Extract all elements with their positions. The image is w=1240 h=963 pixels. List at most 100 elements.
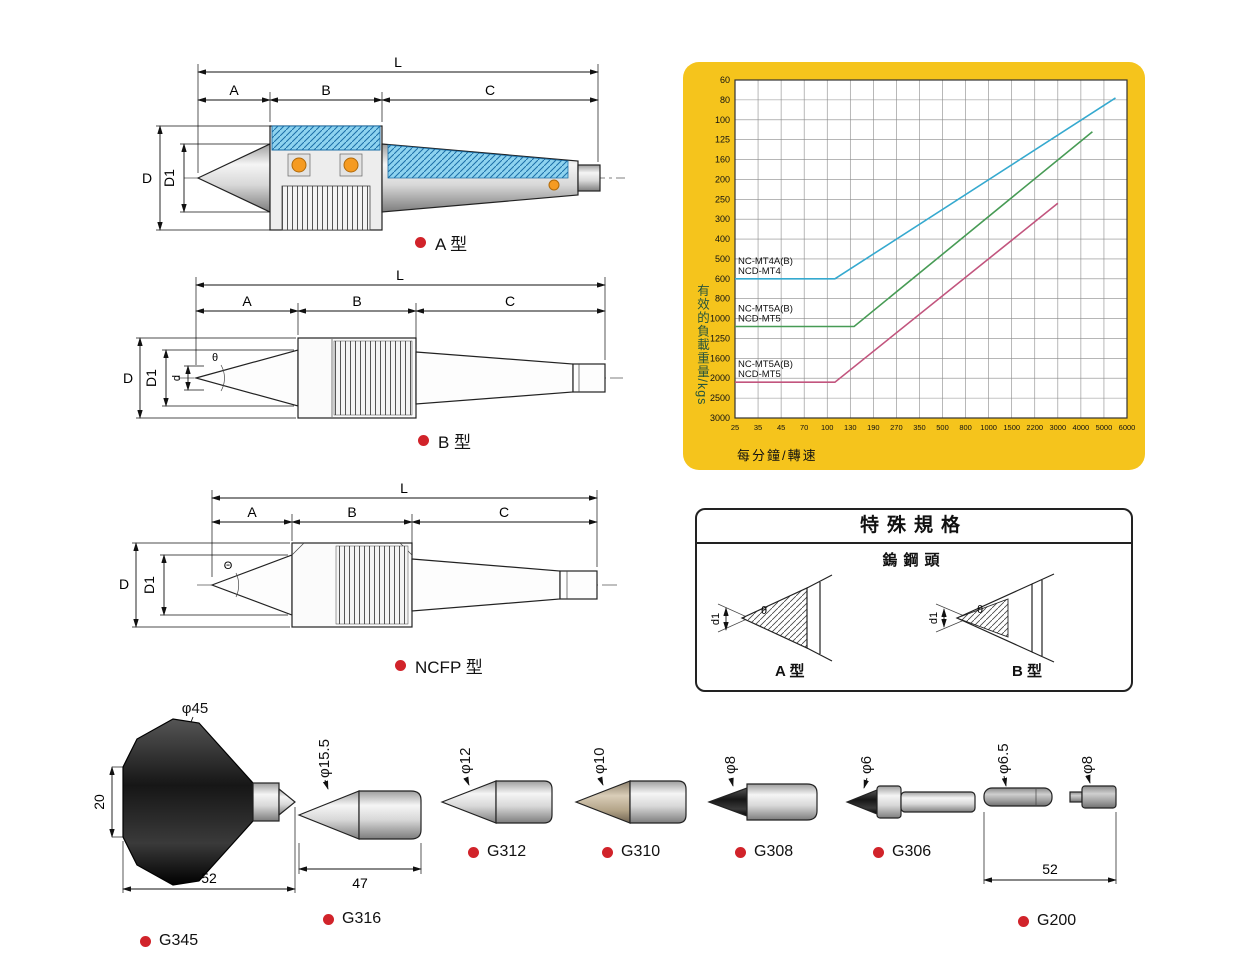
bearing-ball <box>291 157 307 173</box>
y-tick-label: 1600 <box>710 353 730 363</box>
bull-nose-body <box>122 718 254 886</box>
x-tick-label: 5000 <box>1096 423 1113 432</box>
tip-g308-drawing: φ8 <box>707 756 818 821</box>
tip-g306-diameter-label: φ6 <box>858 756 875 774</box>
dim-D: D <box>123 370 133 386</box>
y-tick-label: 400 <box>715 234 730 244</box>
thread-section <box>335 545 409 625</box>
type-ncfp-dimensions: L A B C D D1 Θ <box>119 480 598 628</box>
tip-g310: φ10 G310 <box>572 728 702 878</box>
tip-g345: φ45 20 52 G345 <box>91 697 305 962</box>
type-a-body <box>196 125 601 231</box>
type-b-drawing-svg: L A B C D D1 d θ <box>123 267 623 419</box>
tip-g316-length-label: 47 <box>352 875 368 891</box>
y-tick-label: 500 <box>715 254 730 264</box>
tip-g306-label: G306 <box>873 843 931 861</box>
tip-g200: φ6.5 φ8 52 G200 <box>978 712 1138 942</box>
dim-d1: d1 <box>710 613 722 625</box>
series-label-line2: NCD-MT4 <box>738 266 781 277</box>
point-cone <box>440 780 497 824</box>
tip-g316-label: G316 <box>323 910 381 928</box>
x-tick-label: 1000 <box>980 423 997 432</box>
x-tick-label: 1500 <box>1003 423 1020 432</box>
tip-g312-diameter-label: φ12 <box>457 748 474 774</box>
tip-g316: φ15.5 47 G316 <box>295 722 445 937</box>
red-bullet-icon <box>395 660 406 671</box>
dim-d1: d1 <box>928 612 940 624</box>
tip-g316-diameter-label: φ15.5 <box>316 739 333 778</box>
dim-C: C <box>505 293 515 309</box>
angle-arc <box>220 364 225 392</box>
special-type-b-label: B 型 <box>1012 663 1043 680</box>
dim-D1: D1 <box>141 576 157 594</box>
x-tick-label: 270 <box>890 423 903 432</box>
special-specs-title: 特殊規格 <box>697 510 1131 544</box>
dim-D: D <box>119 576 129 592</box>
red-bullet-icon <box>323 913 334 925</box>
chart-plot-area <box>735 80 1127 418</box>
holder-lines <box>1031 573 1055 663</box>
chart-x-axis-label: 每分鐘/轉速 <box>737 448 818 463</box>
red-bullet-icon <box>468 846 479 858</box>
type-b-label: B 型 <box>418 428 471 453</box>
shank-end <box>572 363 606 393</box>
x-tick-label: 130 <box>844 423 857 432</box>
y-tick-label: 200 <box>715 174 730 184</box>
tip-g306: φ6 G306 <box>843 728 988 878</box>
point-collar <box>876 785 902 819</box>
tip-g345-drawing: φ45 20 52 <box>91 700 296 893</box>
tip-g200-length-label: 52 <box>1042 861 1058 877</box>
special-type-a-label: A 型 <box>775 663 805 680</box>
point-cone <box>845 789 878 815</box>
dim-C: C <box>485 82 495 98</box>
morse-taper-shank <box>415 351 574 405</box>
dim-D1: D1 <box>161 169 177 187</box>
red-bullet-icon <box>415 237 426 248</box>
series-label-line2: NCD-MT5 <box>738 314 781 325</box>
x-tick-label: 190 <box>867 423 880 432</box>
type-b-dimensions: L A B C D D1 d θ <box>123 267 606 419</box>
point-cone <box>574 780 631 824</box>
chart-y-axis-label: 有效的負載重量/kgs <box>695 284 709 406</box>
type-a-label: A 型 <box>415 230 467 255</box>
carbide-insert <box>955 598 1009 638</box>
drawing-type-a: L A B C D D1 A 型 <box>130 28 650 268</box>
thread-section <box>281 185 371 231</box>
type-ncfp-body <box>210 542 598 628</box>
dim-A: A <box>229 82 239 98</box>
center-point-cone <box>196 143 271 213</box>
tip-g200-label: G200 <box>1018 912 1076 930</box>
dim-C: C <box>499 504 509 520</box>
tip-g345-length-label: 52 <box>201 870 217 886</box>
series-line-1 <box>735 97 1116 280</box>
chart-border <box>734 79 1128 419</box>
red-bullet-icon <box>735 846 746 858</box>
dim-d: d <box>171 375 183 381</box>
tip-g345-diameter-label: φ45 <box>182 700 208 717</box>
tip-g308-diameter-label: φ8 <box>722 756 739 774</box>
carbide-tip-b-drawing: d1 θ <box>928 573 1055 663</box>
pilot-tip <box>278 787 296 817</box>
x-tick-label: 800 <box>959 423 972 432</box>
angle-arc <box>235 572 240 598</box>
series-line-3 <box>735 202 1059 384</box>
series-label-line1: NC-MT4A(B) <box>738 256 793 267</box>
housing-cap-hatch <box>271 125 381 151</box>
type-ncfp-label-text: NCFP 型 <box>415 658 483 677</box>
drawing-type-b: L A B C D D1 d θ B 型 <box>118 265 648 470</box>
x-tick-label: 4000 <box>1073 423 1090 432</box>
series-label-line2: NCD-MT5 <box>738 369 781 380</box>
thread-section <box>333 340 413 416</box>
point-body <box>629 780 687 824</box>
special-specs-box: 特殊規格 鎢鋼頭 d1 θ d1 θ A 型 B 型 <box>695 508 1133 692</box>
tip-g312-drawing: φ12 <box>440 748 553 824</box>
pin-1 <box>983 787 1053 807</box>
red-bullet-icon <box>602 846 613 858</box>
y-tick-label: 3000 <box>710 413 730 423</box>
dim-theta: θ <box>977 604 983 616</box>
point-body <box>746 783 818 821</box>
point-shank <box>900 791 976 813</box>
red-bullet-icon <box>1018 915 1029 927</box>
dim-L: L <box>396 267 404 283</box>
